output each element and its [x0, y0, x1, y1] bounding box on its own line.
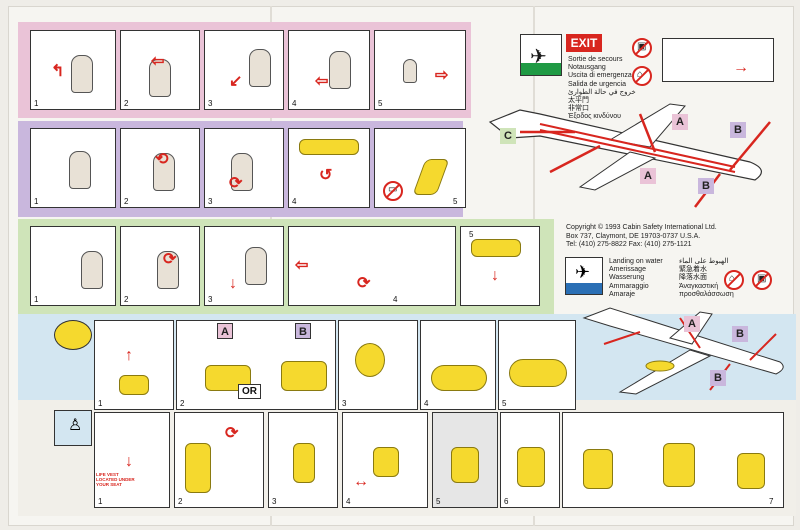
exit-b-step-1: 1	[30, 128, 116, 208]
ditching-icon: ✈	[565, 257, 603, 295]
plane-tag-a-top: A	[672, 114, 688, 130]
vest-step-2: ⟳ 2	[174, 412, 264, 508]
exit-b-step-2: ⟲ 2	[120, 128, 200, 208]
exit-b-step-3: ⟳ 3	[204, 128, 284, 208]
raft-tag-b: B	[295, 323, 311, 339]
lifevest-location-note: LIFE VEST LOCATED UNDER YOUR SEAT	[96, 472, 135, 487]
aircraft-exit-diagram	[488, 103, 771, 208]
exit-b-step-5: ▭ 5	[374, 128, 466, 208]
no-bags-icon: ▭	[383, 181, 403, 201]
exit-a-step-1: ↰ 1	[30, 30, 116, 110]
no-shoes-water-icon: ⌂	[724, 270, 744, 290]
exit-sign: EXIT	[566, 34, 602, 52]
raft-step-1: ↑ 1	[94, 320, 174, 410]
exit-c-step-2: ⟳ 2	[120, 226, 200, 306]
raft-step-3: 3	[338, 320, 418, 410]
life-raft-icon	[54, 320, 92, 350]
water-plane-tag-b-bottom: B	[710, 370, 726, 386]
no-shoes-icon: ⌂	[632, 66, 652, 86]
exit-a-step-5: ⇨ 5	[374, 30, 466, 110]
exit-a-step-3: ↙ 3	[204, 30, 284, 110]
plane-tag-c: C	[500, 128, 516, 144]
exit-translations: Sortie de secours Notausgang Uscita di e…	[568, 56, 636, 121]
copyright-block: Copyright © 1993 Cabin Safety Internatio…	[566, 224, 717, 248]
exit-c-step-3: ↓ 3	[204, 226, 284, 306]
or-label: OR	[238, 384, 261, 399]
no-luggage-water-icon: ▣	[752, 270, 772, 290]
life-vest-icon: ♙	[54, 410, 92, 446]
raft-tag-a: A	[217, 323, 233, 339]
landing-on-water-translations: Landing on water Amerissage Wasserung Am…	[609, 258, 734, 298]
vest-step-4: ↔ 4	[342, 412, 428, 508]
plane-tag-b-bottom: B	[698, 178, 714, 194]
exit-c-step-1: 1	[30, 226, 116, 306]
plane-tag-b-top: B	[730, 122, 746, 138]
exit-c-step-4: ⇦ ⟳ 4	[288, 226, 456, 306]
vest-step-5: 5	[432, 412, 498, 508]
exit-c-step-5: ↓ 5	[460, 226, 540, 306]
vest-step-3: 3	[268, 412, 338, 508]
vest-step-6: 6	[500, 412, 560, 508]
plane-tag-a-bottom: A	[640, 168, 656, 184]
emergency-exit-icon: ✈	[520, 34, 562, 76]
no-luggage-icon: ▣	[632, 38, 652, 58]
vest-step-1: ↓ 1	[94, 412, 170, 508]
exit-b-step-4: ↺ 4	[288, 128, 370, 208]
exit-a-step-4: ⇦ 4	[288, 30, 370, 110]
exit-a-step-2: ⇦ 2	[120, 30, 200, 110]
exit-row-diagram: →	[662, 38, 774, 82]
vest-step-7: 7	[562, 412, 784, 508]
raft-step-5: 5	[498, 320, 576, 410]
raft-step-4: 4	[420, 320, 496, 410]
water-plane-tag-a: A	[684, 316, 700, 332]
water-plane-tag-b-top: B	[732, 326, 748, 342]
